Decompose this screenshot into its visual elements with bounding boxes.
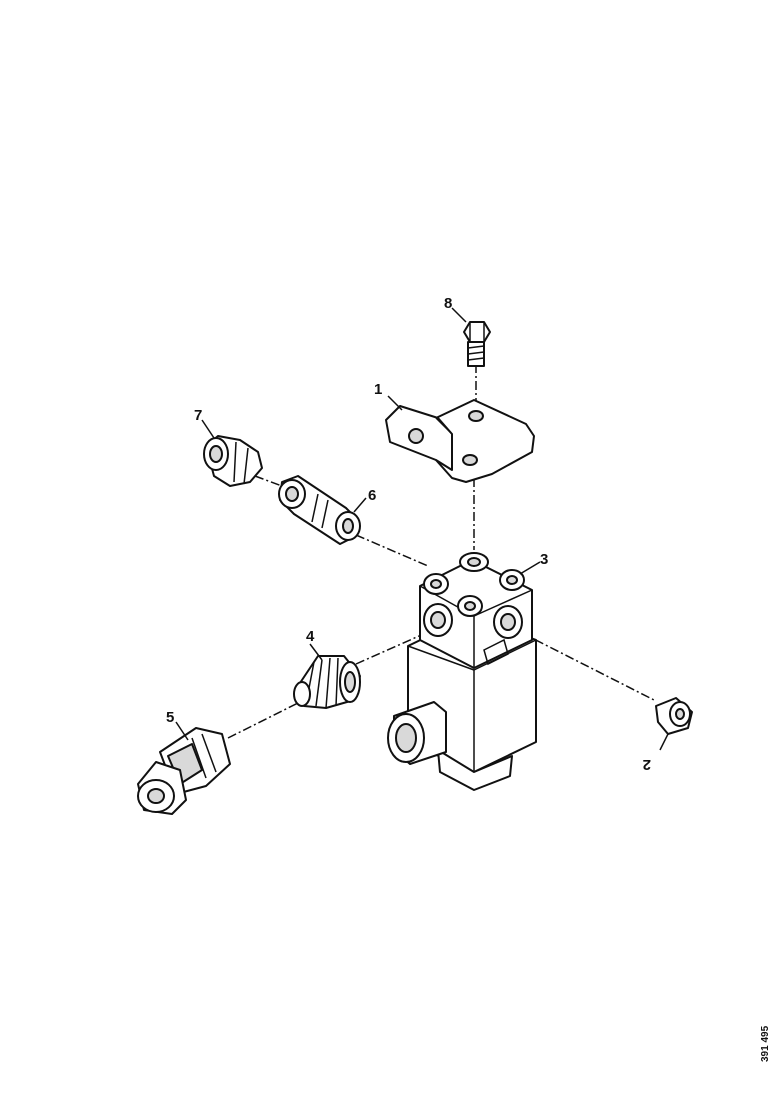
leader-3 [519,561,541,575]
callout-5: 5 [166,709,174,726]
elbow-fitting-part-7 [203,435,263,487]
plug-connector-part-5 [137,727,231,815]
bracket-part-1 [385,399,535,483]
leader-5 [175,721,189,741]
axis-plug-connector [227,702,299,739]
axis-valve-cap [519,631,655,701]
union-coupling-part-6 [278,475,361,545]
leader-lines [175,307,669,751]
cap-part-2 [655,697,693,735]
bolt-part-8 [463,321,491,367]
drawing-number: 391 495 [760,1025,771,1062]
callout-6: 6 [368,487,376,504]
leader-4 [309,643,323,661]
callout-3: 3 [540,551,548,568]
callout-8: 8 [444,295,452,312]
axis-elbow-union [254,475,283,487]
assembly-axis-lines [227,364,655,739]
leader-6 [353,497,367,513]
callout-2: 2 [643,756,651,773]
leader-1 [387,395,403,411]
axis-union-valve [355,534,429,567]
threaded-connector-part-4 [293,655,361,709]
leader-7 [201,419,215,439]
valve-body-part-3 [387,552,537,791]
leader-8 [451,307,467,323]
callout-4: 4 [306,628,315,645]
leader-2 [659,733,669,751]
callout-7: 7 [194,407,202,424]
axis-connector-valve [355,631,429,665]
callout-1: 1 [374,381,382,398]
callout-labels: 1 3 4 5 6 7 8 2 [166,295,651,773]
